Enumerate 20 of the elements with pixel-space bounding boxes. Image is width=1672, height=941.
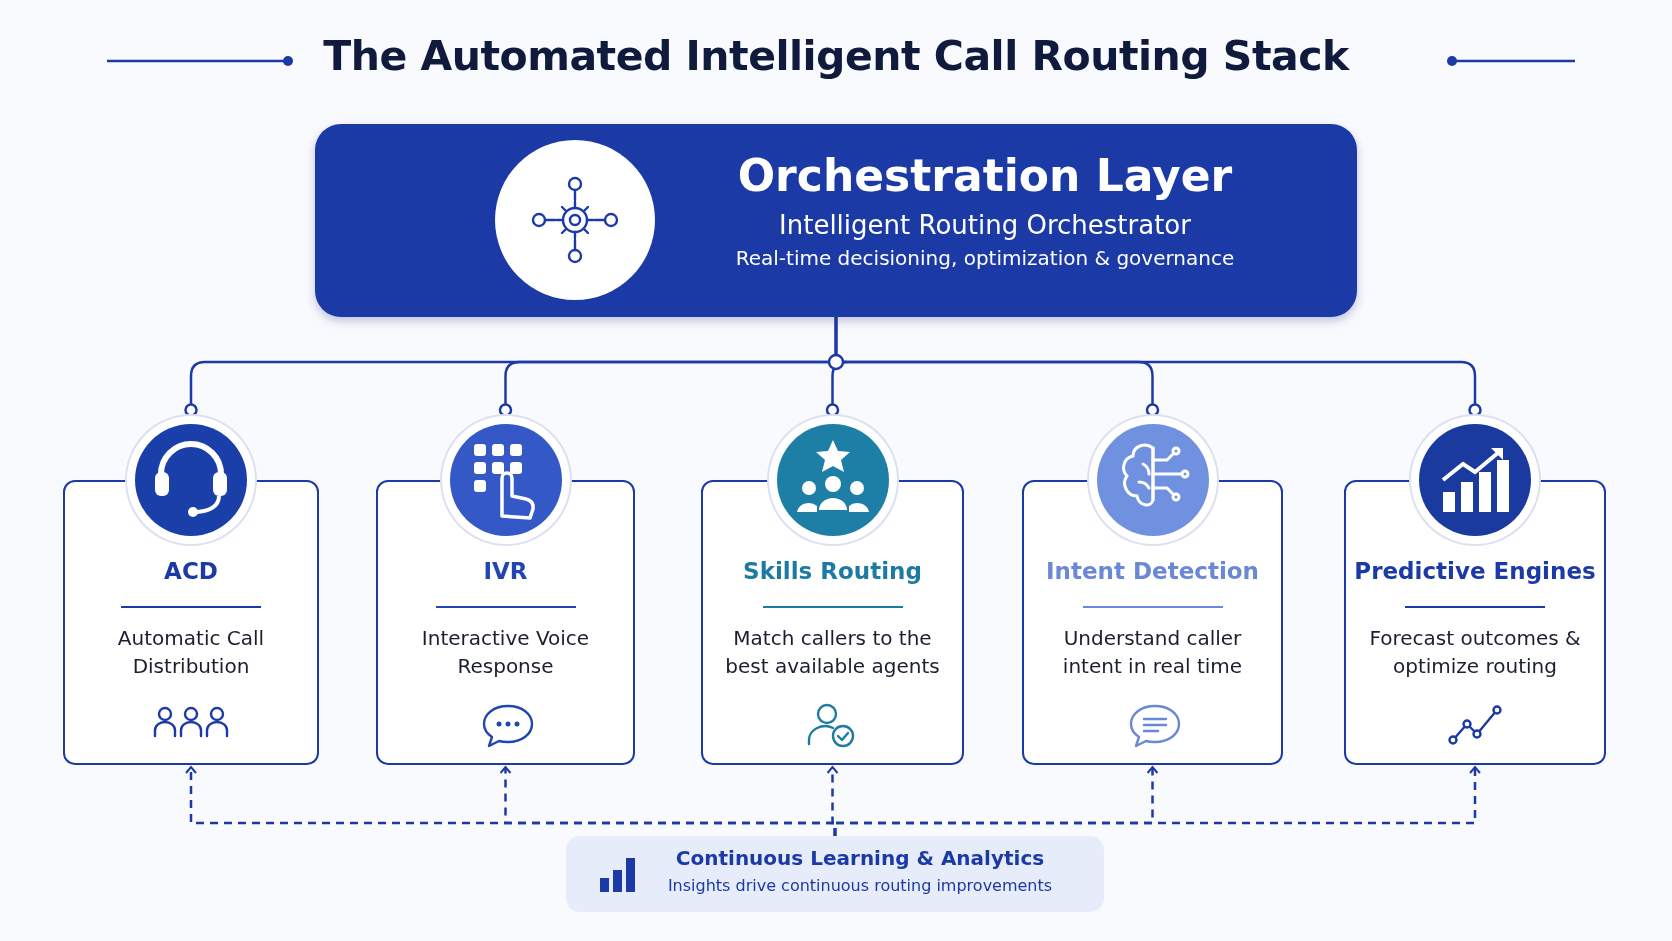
card-description: Automatic Call Distribution	[116, 625, 266, 680]
layer-heading: Orchestration Layer	[736, 150, 1234, 201]
layer-subtitle: Intelligent Routing Orchestrator	[778, 210, 1192, 240]
layer-description: Real-time decisioning, optimization & governance	[734, 246, 1236, 270]
card-title: Skills Routing	[742, 558, 923, 584]
card-description: Match callers to the best available agents	[724, 625, 941, 680]
panel-subtitle: Insights drive continuous routing improvements	[666, 876, 1054, 895]
orchestration-panel	[315, 124, 1357, 317]
diagram-title: The Automated Intelligent Call Routing Stack	[322, 32, 1351, 80]
dashed-arrow	[833, 766, 1481, 836]
card-title: IVR	[482, 558, 529, 584]
card-description: Forecast outcomes & optimize routing	[1368, 625, 1582, 680]
card-description: Interactive Voice Response	[420, 625, 591, 680]
card-title: Predictive Engines	[1353, 558, 1597, 584]
card-title: Intent Detection	[1045, 558, 1260, 584]
connector-line	[834, 317, 1482, 417]
card-title: ACD	[163, 558, 219, 584]
analytics-panel	[566, 836, 1104, 912]
card-description: Understand caller intent in real time	[1061, 625, 1244, 680]
panel-heading: Continuous Learning & Analytics	[674, 846, 1046, 870]
